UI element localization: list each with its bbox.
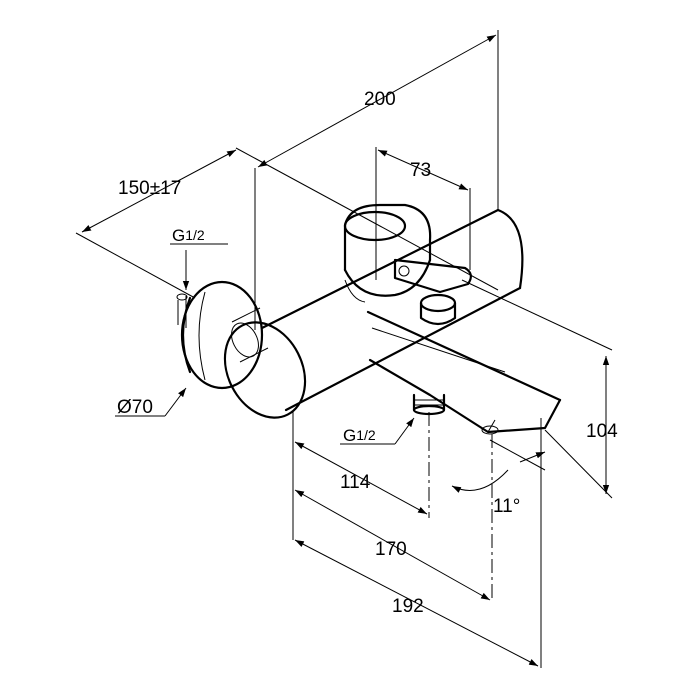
- label-104: 104: [586, 421, 618, 442]
- body-cylinder-top: [260, 208, 500, 330]
- dim-line-192: [294, 539, 539, 667]
- label-thread-outlet: G1/2: [343, 426, 376, 445]
- mixer-lever: [393, 258, 472, 294]
- body-end-cap: [223, 321, 307, 419]
- dimension-labels: 200 150±17 73 104 114 170 192 11° Ø70 G1…: [117, 89, 618, 617]
- diverter-knob: [419, 293, 457, 313]
- cartridge-housing: [343, 203, 432, 272]
- label-114: 114: [340, 472, 371, 493]
- cartridge-cap: [343, 210, 407, 242]
- label-170: 170: [375, 539, 407, 560]
- label-73: 73: [410, 160, 431, 181]
- inlet-connector: [177, 296, 187, 328]
- label-thread-inlet: G1/2: [172, 226, 205, 245]
- label-150: 150±17: [118, 178, 181, 199]
- label-angle: 11°: [493, 496, 520, 517]
- label-192: 192: [392, 596, 424, 617]
- extension-lines: [75, 30, 613, 668]
- label-diameter: Ø70: [117, 397, 153, 418]
- angle-arc: [451, 469, 509, 493]
- spout-top: [366, 310, 562, 402]
- body-cylinder-bottom: [284, 286, 522, 412]
- leaders: [115, 243, 415, 445]
- spout-outlet: [481, 425, 499, 435]
- dim-line-200: [257, 34, 497, 168]
- dim-line-73: [377, 149, 469, 191]
- faucet-body: [176, 203, 562, 435]
- dim-line-150: [81, 149, 237, 233]
- center-lines: [428, 412, 546, 602]
- spout-bottom: [368, 358, 562, 434]
- label-200: 200: [364, 89, 396, 110]
- outlet-thread: [412, 393, 446, 412]
- dimension-lines: [81, 34, 610, 667]
